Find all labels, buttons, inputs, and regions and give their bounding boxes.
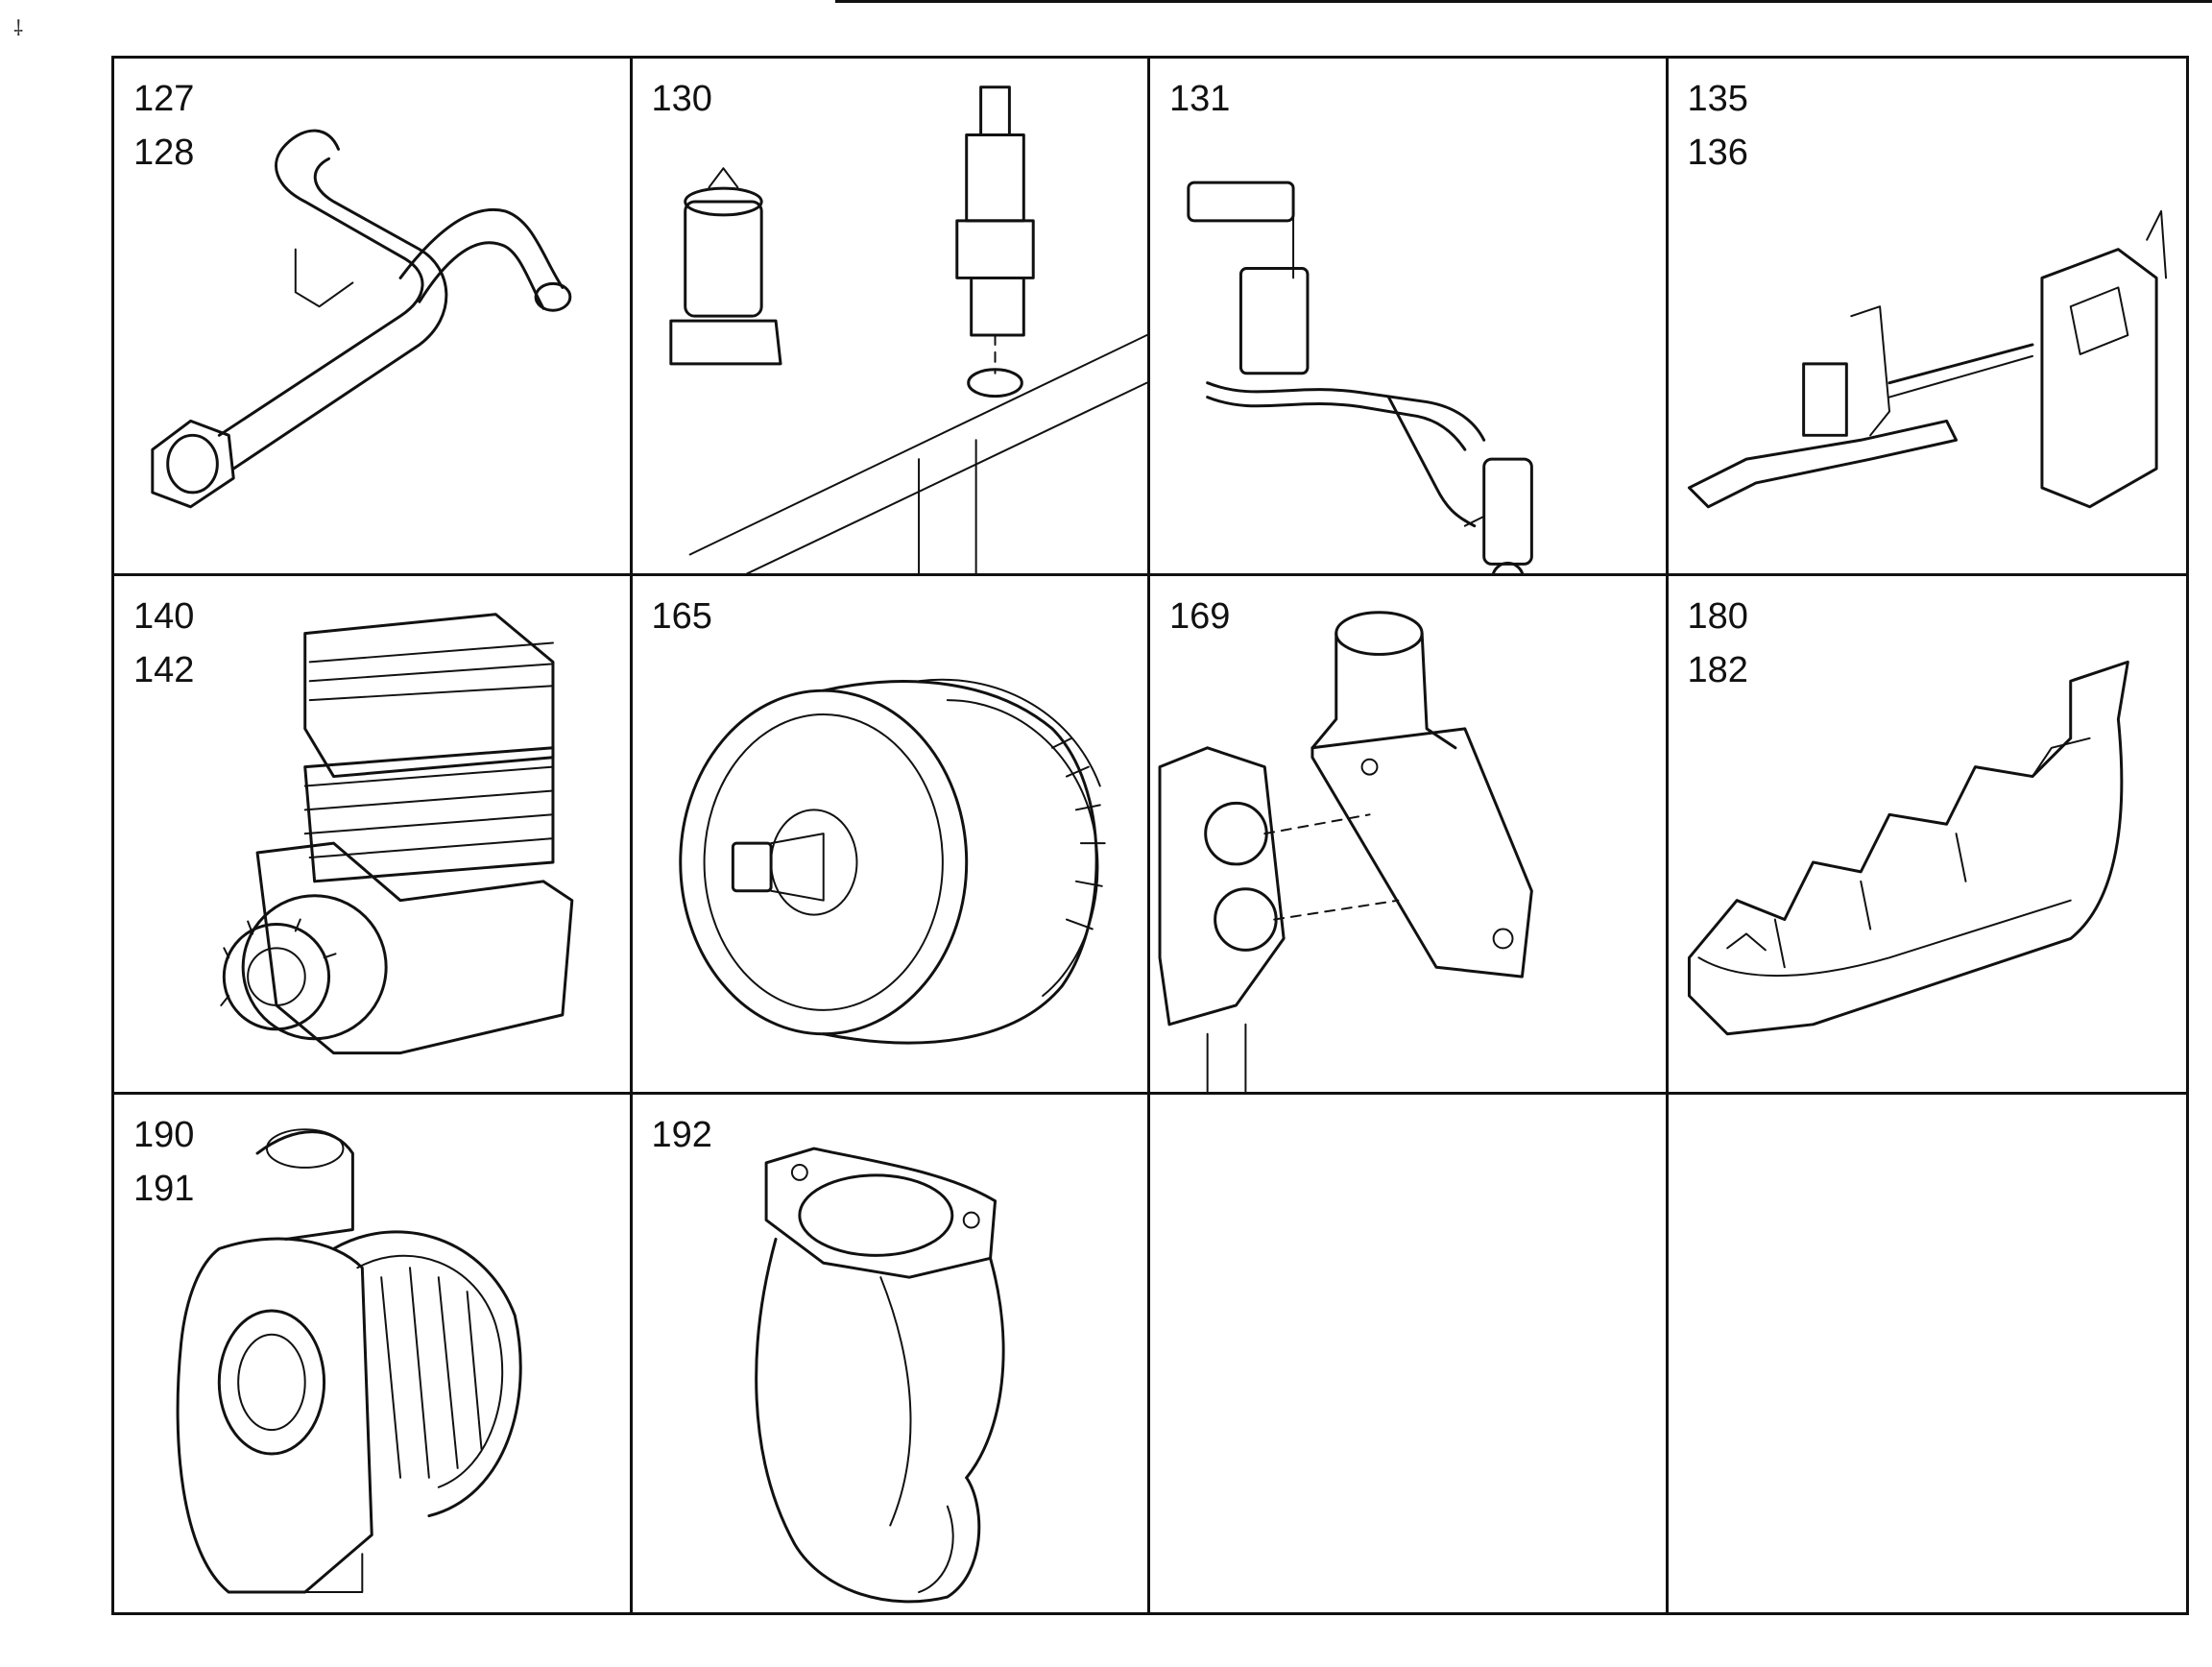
part-ref-number: 131 <box>1169 79 1231 119</box>
part-ref-number: 180 <box>1687 596 1748 638</box>
corner-mark: ⸸ <box>13 16 24 40</box>
part-ref-number: 140 <box>133 596 195 638</box>
part-ref-label: 165 <box>652 590 712 643</box>
part-ref-label: 131 <box>1169 72 1230 126</box>
part-ref-number: 182 <box>1687 650 1748 691</box>
header-rule <box>835 0 2212 3</box>
part-ref-label: 127 128 <box>133 72 194 180</box>
part-ref-number: 190 <box>133 1114 195 1155</box>
part-ref-number: 142 <box>133 650 195 691</box>
sensor-plug-icon <box>668 85 1147 574</box>
part-ref-label: 169 <box>1169 590 1230 643</box>
linkage-bracket-icon <box>1687 209 2167 509</box>
empty-cell <box>1669 1095 2187 1612</box>
part-ref-number: 136 <box>1687 133 1748 173</box>
part-ref-number: 127 <box>133 79 195 119</box>
exhaust-pipe-icon <box>151 129 572 509</box>
part-ref-label: 180 182 <box>1688 590 1748 697</box>
exhaust-elbow-icon <box>754 1147 1005 1603</box>
part-ref-number: 165 <box>651 596 712 638</box>
part-ref-number: 169 <box>1169 596 1231 638</box>
part-ref-number: 130 <box>651 79 712 119</box>
part-ref-label: 192 <box>652 1108 712 1162</box>
part-cell-131[interactable]: 131 <box>1150 59 1669 577</box>
sensor-harness-icon <box>1187 181 1533 574</box>
part-cell-165[interactable]: 165 <box>632 576 1150 1095</box>
part-cell-190-191[interactable]: 190 191 <box>114 1094 633 1612</box>
turbocharger-icon <box>176 1127 522 1594</box>
part-cell-192[interactable]: 192 <box>633 1094 1150 1612</box>
part-ref-label: 140 142 <box>133 590 194 697</box>
part-cell-127-128[interactable]: 127 128 <box>114 59 633 577</box>
part-ref-label: 190 191 <box>133 1108 194 1216</box>
part-ref-number: 191 <box>133 1168 195 1209</box>
part-cell-140-142[interactable]: 140 142 <box>114 576 633 1095</box>
part-ref-number: 135 <box>1687 79 1748 119</box>
coolant-outlet-icon <box>1158 611 1533 1092</box>
part-ref-label: 130 <box>652 72 712 126</box>
exhaust-manifold-icon <box>1687 661 2129 1036</box>
part-cell-130[interactable]: 130 <box>632 59 1150 577</box>
part-cell-169[interactable]: 169 <box>1150 576 1669 1095</box>
part-ref-label: 135 136 <box>1688 72 1748 180</box>
part-ref-number: 192 <box>651 1114 712 1155</box>
air-compressor-icon <box>220 613 574 1055</box>
part-cell-135-136[interactable]: 135 136 <box>1668 59 2186 577</box>
part-cell-180-182[interactable]: 180 182 <box>1668 576 2186 1095</box>
part-ref-number: 128 <box>133 133 195 173</box>
parts-illustration-grid: 127 128 130 <box>111 56 2189 1615</box>
fan-clutch-icon <box>678 679 1106 1045</box>
empty-cell <box>1150 1094 1669 1612</box>
